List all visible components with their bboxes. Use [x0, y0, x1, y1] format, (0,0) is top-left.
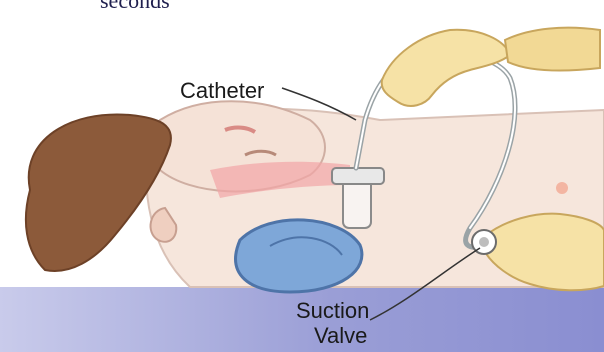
suction-valve-label-line2: Valve: [314, 325, 367, 347]
pillow: [236, 220, 362, 292]
suction-valve-label: Suction: [296, 300, 369, 322]
catheter-label: Catheter: [180, 80, 264, 102]
hand-top-cuff: [505, 28, 600, 71]
skin-mark: [556, 182, 568, 194]
hand-top: [382, 30, 510, 106]
top-caption: seconds: [100, 0, 170, 12]
trach-cuff: [332, 168, 384, 184]
